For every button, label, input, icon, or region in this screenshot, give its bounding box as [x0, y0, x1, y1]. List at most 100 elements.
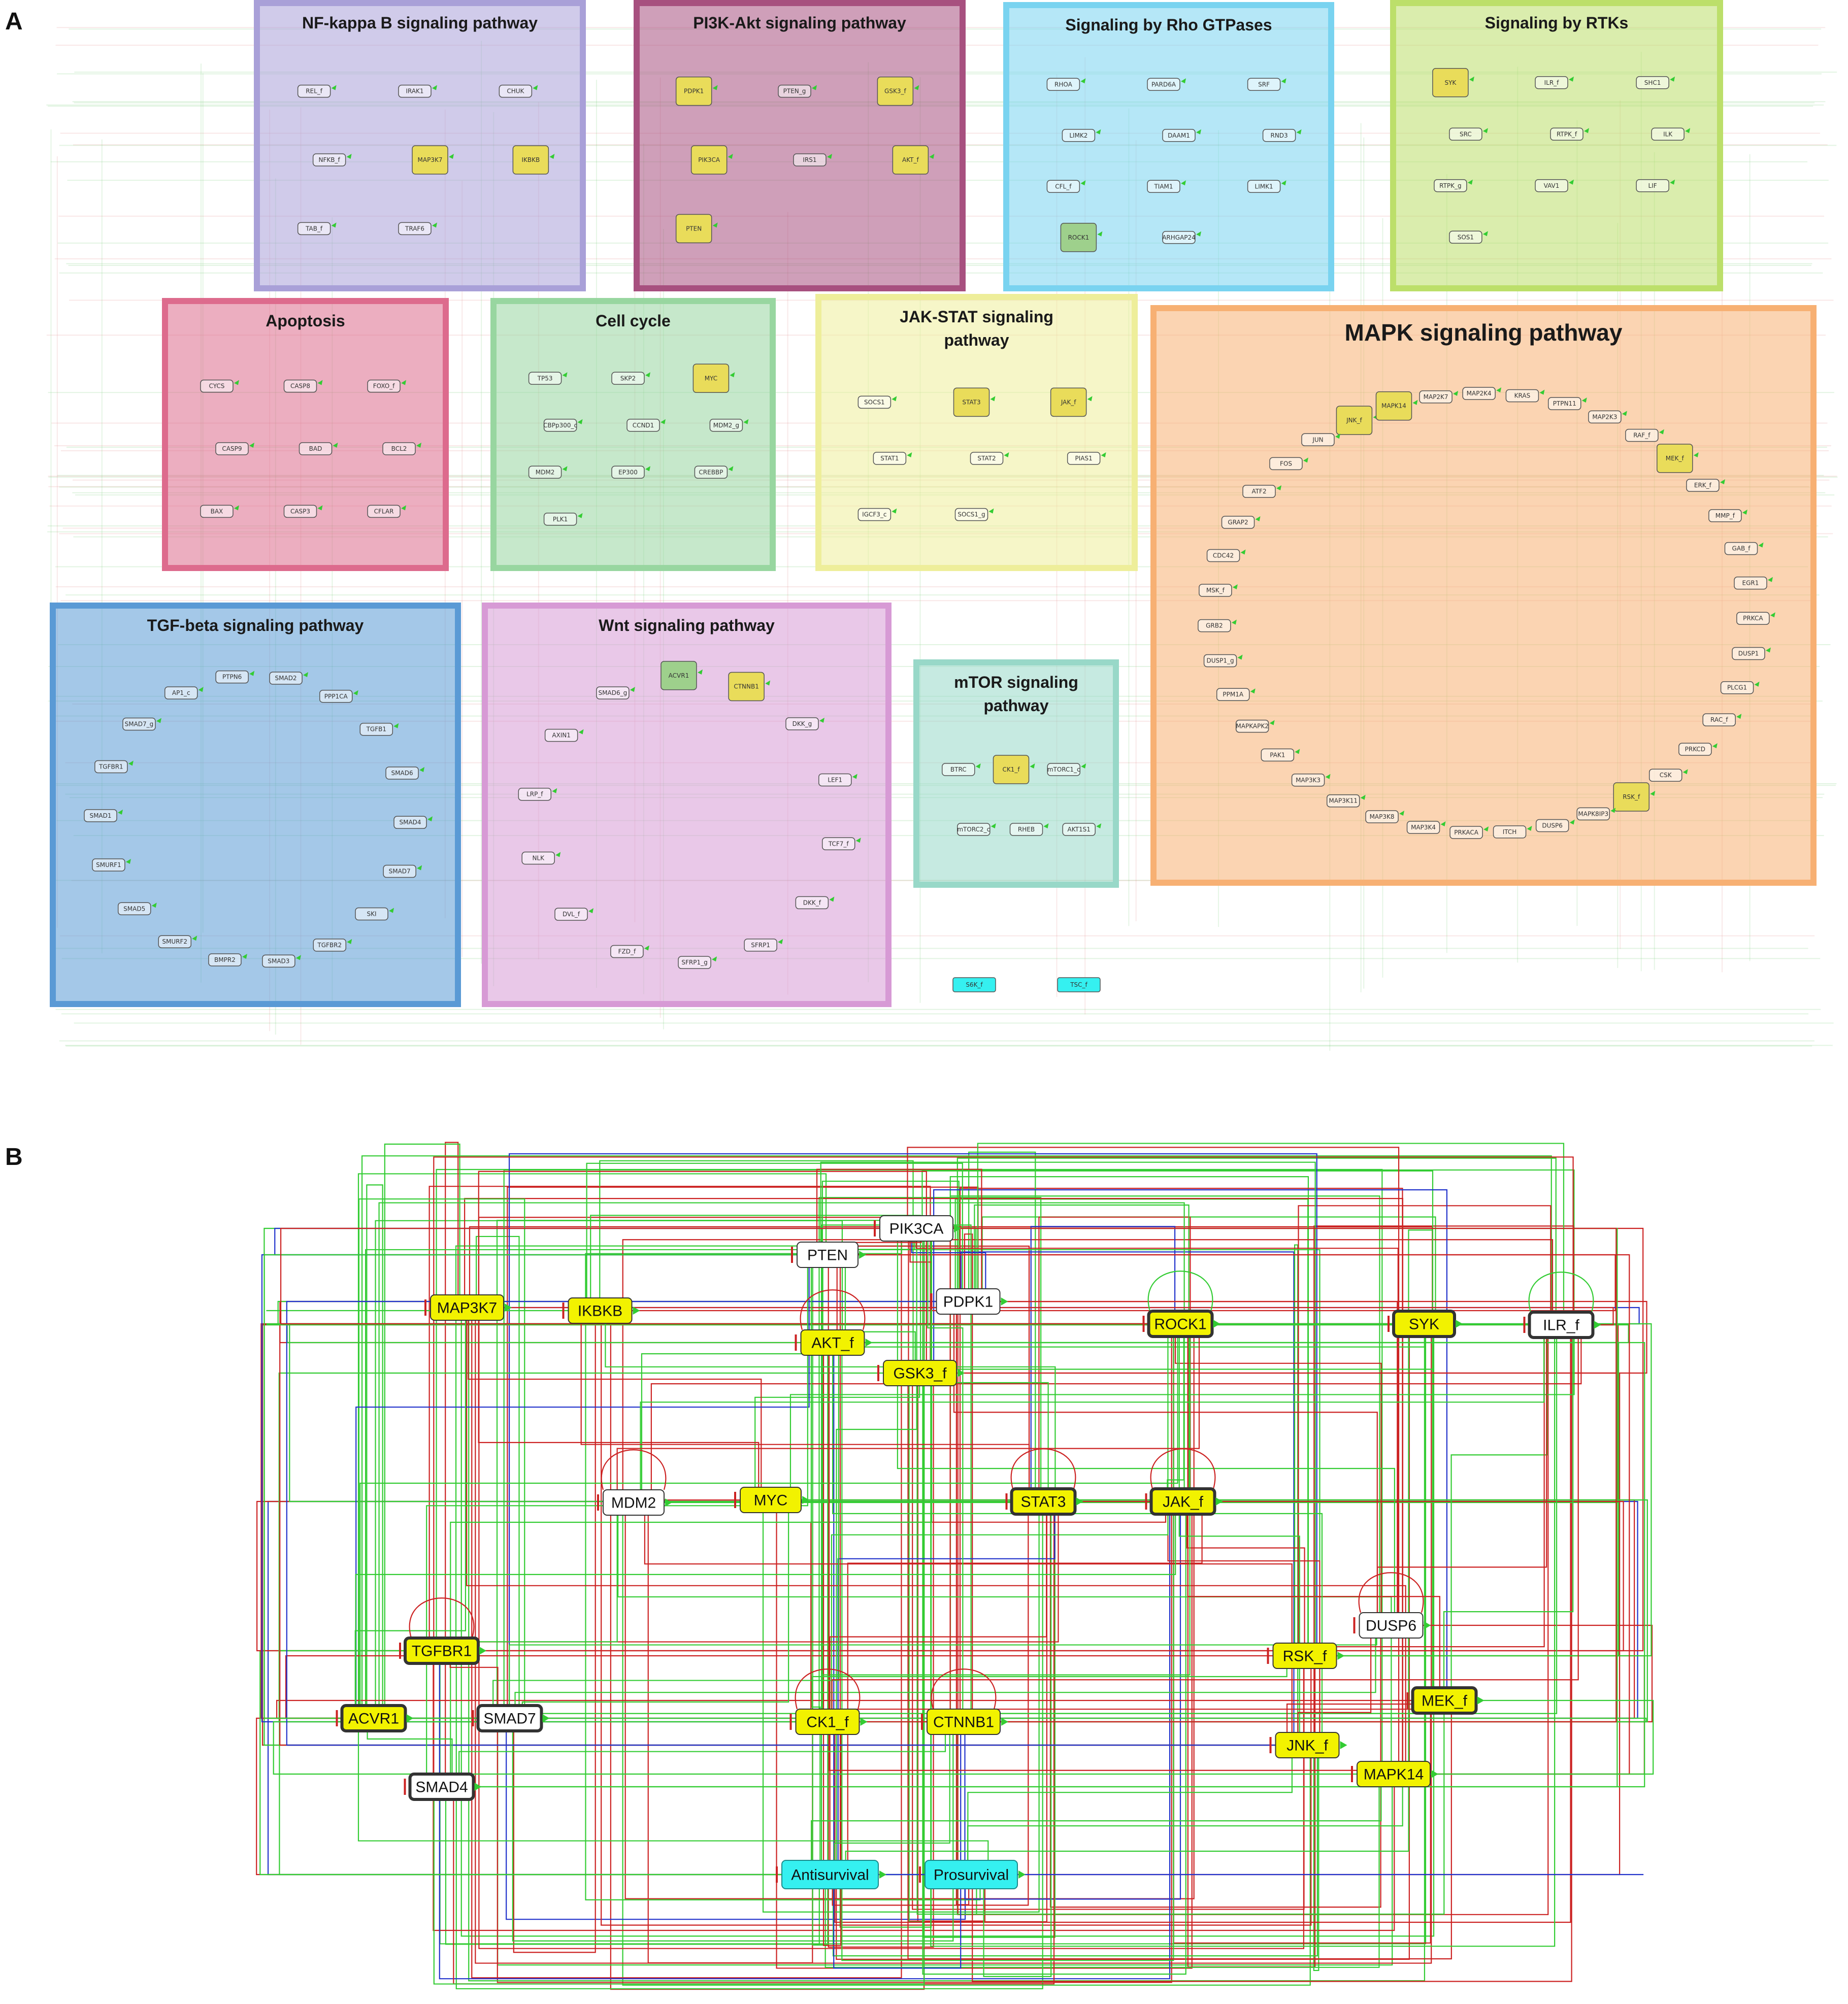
- network-edge: [916, 1373, 1445, 1915]
- network-edge: [983, 1501, 1052, 1978]
- node-BMPR2: BMPR2: [208, 953, 247, 966]
- svg-text:AKT_f: AKT_f: [902, 156, 919, 163]
- self-loop-edge: [1150, 1448, 1216, 1489]
- svg-text:AP1_c: AP1_c: [172, 689, 190, 696]
- node-RSK_f: RSK_f: [1613, 782, 1656, 812]
- output-node-S6K_f: S6K_f: [952, 977, 996, 992]
- svg-text:MAP2K3: MAP2K3: [1592, 413, 1617, 420]
- node-MMP_f: MMP_f: [1708, 509, 1747, 522]
- network-edge: [507, 1186, 979, 1718]
- svg-text:mTORC1_c: mTORC1_c: [1047, 766, 1080, 773]
- network-edge: [1305, 1655, 1645, 1775]
- node-label: TGFBR1: [412, 1643, 472, 1660]
- node-label: MEK_f: [1422, 1693, 1468, 1710]
- node-GRAP2: GRAP2: [1221, 516, 1261, 529]
- network-node-IKBKB: IKBKB: [562, 1297, 640, 1324]
- svg-text:SYK: SYK: [1444, 79, 1457, 86]
- node-label: SYK: [1409, 1316, 1439, 1333]
- node-SRC: SRC: [1449, 127, 1488, 141]
- node-IRAK1: IRAK1: [398, 84, 437, 98]
- pathway-group-wnt: Wnt signaling pathwaySMAD6_gACVR1CTNNB1D…: [482, 603, 892, 1007]
- network-edge: [972, 1325, 1572, 1982]
- node-DKK_g: DKK_g: [785, 717, 824, 730]
- svg-text:ROCK1: ROCK1: [1068, 234, 1090, 241]
- svg-text:ILK: ILK: [1663, 130, 1673, 138]
- network-edge: [1030, 1226, 1176, 1501]
- network-edge: [789, 1325, 1575, 1500]
- network-edge: [916, 1227, 1617, 1723]
- network-edge: [933, 1189, 1447, 1700]
- svg-text:SMAD3: SMAD3: [268, 957, 289, 964]
- self-loop-edge: [1528, 1272, 1594, 1313]
- node-MDM2_g: MDM2_g: [709, 419, 749, 432]
- svg-text:SMAD7_g: SMAD7_g: [125, 720, 154, 727]
- node-KRAS: KRAS: [1505, 389, 1545, 403]
- svg-text:STAT2: STAT2: [977, 455, 996, 462]
- network-edge: [831, 1324, 1169, 1722]
- network-edge: [956, 1157, 1557, 1325]
- svg-text:TIAM1: TIAM1: [1153, 183, 1173, 190]
- node-label: Prosurvival: [934, 1867, 1009, 1884]
- node-TP53: TP53: [528, 372, 568, 385]
- svg-text:CASP8: CASP8: [290, 383, 310, 390]
- node-TGFB1: TGFB1: [359, 722, 399, 736]
- network-edge: [831, 1325, 1579, 1722]
- node-label: ACVR1: [348, 1711, 399, 1727]
- node-DUSP1_g: DUSP1_g: [1203, 654, 1243, 667]
- network-edge: [820, 1161, 1316, 1656]
- svg-text:PDPK1: PDPK1: [684, 88, 704, 95]
- svg-text:JUN: JUN: [1312, 436, 1323, 443]
- network-edge: [1294, 1244, 1299, 1745]
- network-edge: [476, 1235, 520, 1718]
- svg-text:PTEN_g: PTEN_g: [783, 88, 806, 95]
- network-edge: [828, 1255, 934, 1948]
- network-edge: [445, 1787, 820, 1945]
- node-SRF: SRF: [1247, 78, 1286, 91]
- node-label: PTEN: [807, 1247, 848, 1264]
- network-edge: [359, 1324, 1178, 1718]
- network-node-Antisurvival: Antisurvival: [776, 1860, 886, 1889]
- node-SMAD2: SMAD2: [269, 672, 309, 685]
- node-label: MYC: [754, 1492, 788, 1509]
- network-edge: [930, 1228, 1556, 1947]
- node-label: CK1_f: [806, 1714, 849, 1731]
- svg-text:PIK3CA: PIK3CA: [698, 156, 720, 163]
- network-edge: [458, 1722, 946, 1787]
- node-label: CTNNB1: [933, 1714, 994, 1731]
- network-edge: [622, 1239, 1554, 1502]
- network-node-PDPK1: PDPK1: [930, 1288, 1008, 1315]
- network-edge: [374, 1499, 1635, 1719]
- network-node-TGFBR1: TGFBR1: [399, 1636, 486, 1665]
- network-edge: [497, 1324, 1172, 1983]
- network-edge: [467, 1307, 1640, 1325]
- svg-text:MMP_f: MMP_f: [1715, 512, 1735, 519]
- node-RTPK_f: RTPK_f: [1550, 127, 1589, 141]
- svg-text:DUSP1_g: DUSP1_g: [1207, 657, 1234, 664]
- svg-text:LEF1: LEF1: [828, 776, 842, 783]
- node-MAP2K4: MAP2K4: [1462, 387, 1502, 400]
- svg-text:IRAK1: IRAK1: [406, 88, 423, 95]
- node-BAX: BAX: [200, 505, 239, 518]
- node-ARHGAP24: ARHGAP24: [1162, 231, 1201, 244]
- node-CSK: CSK: [1648, 769, 1688, 782]
- svg-text:AKT1S1: AKT1S1: [1068, 826, 1091, 833]
- group-title: pathway: [983, 696, 1048, 715]
- network-edge: [357, 1718, 989, 1875]
- network-edge: [964, 1233, 973, 1722]
- network-edge: [513, 1311, 596, 1953]
- svg-text:DVL_f: DVL_f: [563, 911, 580, 918]
- svg-text:SMAD1: SMAD1: [89, 812, 111, 819]
- network-edge: [478, 1308, 760, 1500]
- node-CHUK: CHUK: [499, 84, 538, 98]
- group-title: JAK-STAT signaling: [900, 308, 1053, 326]
- svg-text:PRKCA: PRKCA: [1743, 615, 1763, 622]
- node-SMAD5: SMAD5: [117, 902, 157, 916]
- network-edge: [981, 1216, 1436, 1324]
- svg-text:STAT1: STAT1: [880, 455, 899, 462]
- network-edge: [599, 1160, 914, 1373]
- network-node-DUSP6: DUSP6: [1353, 1612, 1431, 1639]
- network-edge: [640, 1325, 1545, 1502]
- network-edge: [977, 1143, 1565, 1325]
- svg-text:STAT3: STAT3: [962, 398, 980, 406]
